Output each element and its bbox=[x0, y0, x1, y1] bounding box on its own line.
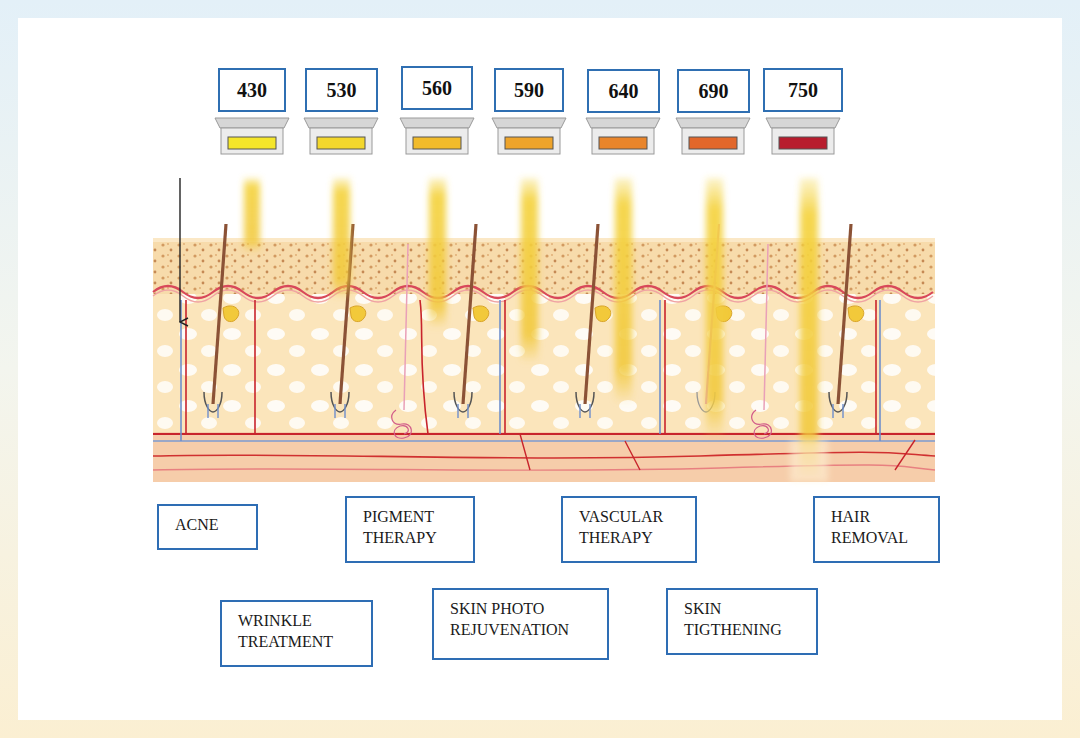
treatment-box: VASCULAR THERAPY bbox=[561, 496, 697, 563]
treatment-label: PIGMENT THERAPY bbox=[363, 507, 463, 549]
wavelength-box: 430 bbox=[218, 68, 286, 112]
treatment-label: HAIR REMOVAL bbox=[831, 507, 928, 549]
wavelength-number: 560 bbox=[422, 77, 452, 100]
wavelength-box: 750 bbox=[763, 68, 843, 112]
treatment-label: SKIN PHOTO REJUVENATION bbox=[450, 599, 597, 641]
wavelength-box: 530 bbox=[305, 68, 378, 112]
wavelength-number: 750 bbox=[788, 79, 818, 102]
wavelength-number: 530 bbox=[327, 79, 357, 102]
treatment-label: ACNE bbox=[175, 515, 246, 536]
treatment-label: VASCULAR THERAPY bbox=[579, 507, 685, 549]
wavelength-number: 690 bbox=[699, 80, 729, 103]
treatment-label: WRINKLE TREATMENT bbox=[238, 611, 361, 653]
wavelength-number: 640 bbox=[609, 80, 639, 103]
depth-arrow bbox=[179, 178, 180, 322]
wavelength-number: 430 bbox=[237, 79, 267, 102]
treatment-label: SKIN TIGTHENING bbox=[684, 599, 806, 641]
wavelength-box: 640 bbox=[587, 69, 660, 113]
wavelength-box: 690 bbox=[677, 69, 750, 113]
treatment-box: PIGMENT THERAPY bbox=[345, 496, 475, 563]
wavelength-box: 590 bbox=[494, 68, 564, 112]
treatment-box: SKIN TIGTHENING bbox=[666, 588, 818, 655]
handpieces bbox=[215, 118, 840, 154]
treatment-box: SKIN PHOTO REJUVENATION bbox=[432, 588, 609, 660]
light-beams bbox=[244, 178, 818, 478]
treatment-box: HAIR REMOVAL bbox=[813, 496, 940, 563]
wavelength-box: 560 bbox=[401, 66, 473, 110]
treatment-box: WRINKLE TREATMENT bbox=[220, 600, 373, 667]
treatment-box: ACNE bbox=[157, 504, 258, 550]
wavelength-number: 590 bbox=[514, 79, 544, 102]
